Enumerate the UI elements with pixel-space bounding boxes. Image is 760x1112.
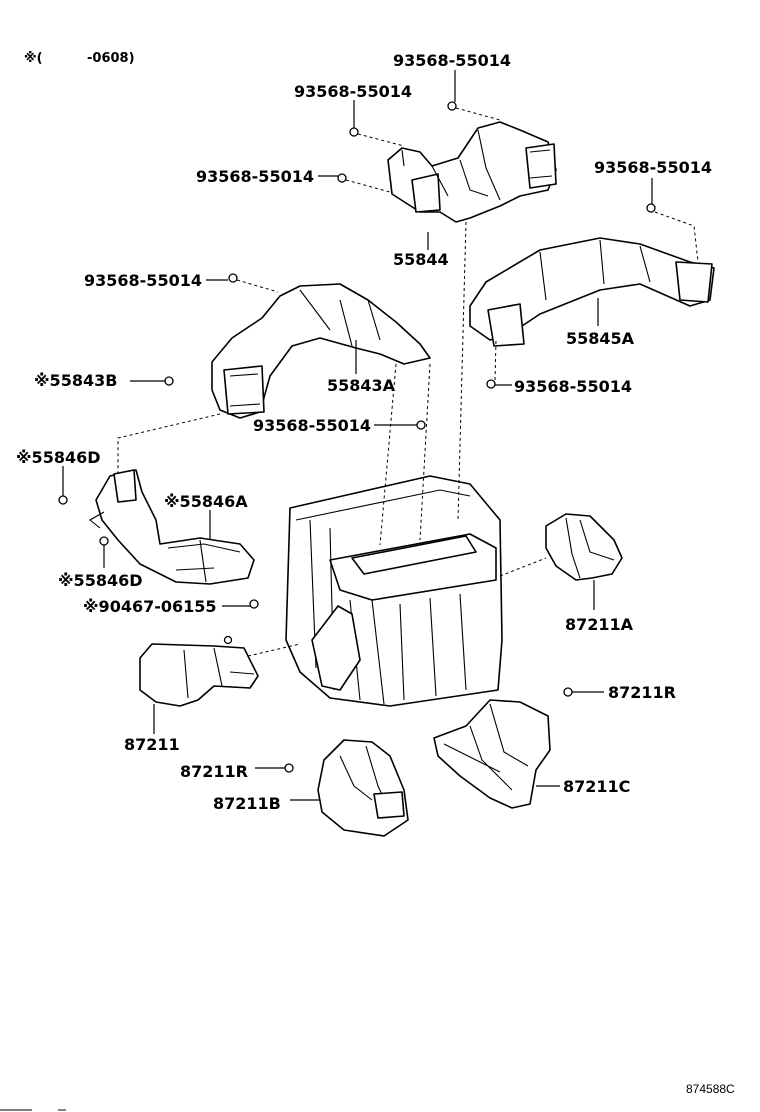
part-55843a-duct[interactable] [211, 283, 431, 419]
screw-87211r-left-icon[interactable] [284, 763, 294, 773]
screws [58, 101, 656, 773]
label-55843b[interactable]: ※55843B [34, 371, 117, 390]
part-55845a-duct[interactable] [469, 237, 715, 347]
label-screw-g[interactable]: 93568-55014 [253, 416, 371, 435]
leader-lines [62, 70, 653, 801]
screw-e-icon[interactable] [228, 273, 238, 283]
part-55846a-duct[interactable] [89, 469, 255, 585]
labels: 93568-55014 93568-55014 93568-55014 9356… [16, 51, 712, 813]
label-55844[interactable]: 55844 [393, 250, 449, 269]
label-55846d-bottom[interactable]: ※55846D [58, 571, 143, 590]
screw-87211r-right-icon[interactable] [563, 687, 573, 697]
alignment-lines [117, 107, 699, 657]
part-87211b-duct[interactable] [317, 739, 409, 837]
label-87211a[interactable]: 87211A [565, 615, 634, 634]
note-mark: ※( [24, 51, 43, 66]
main-unit-case[interactable] [285, 475, 503, 707]
screw-55843b-icon[interactable] [164, 376, 174, 386]
label-87211[interactable]: 87211 [124, 735, 180, 754]
screw-55846d-top-icon[interactable] [58, 495, 68, 505]
label-screw-e[interactable]: 93568-55014 [84, 271, 202, 290]
screw-d-icon[interactable] [646, 203, 656, 213]
label-55846a[interactable]: ※55846A [164, 492, 248, 511]
label-87211r-left[interactable]: 87211R [180, 762, 248, 781]
label-screw-f[interactable]: 93568-55014 [514, 377, 632, 396]
diagram-code: 874588C [686, 1082, 735, 1096]
screw-c-icon[interactable] [337, 173, 347, 183]
label-screw-d[interactable]: 93568-55014 [594, 158, 712, 177]
screw-f-icon[interactable] [486, 379, 496, 389]
note-range: -0608) [87, 51, 135, 66]
part-87211c-duct[interactable] [433, 699, 551, 809]
screw-55846d-bottom-icon[interactable] [99, 536, 109, 546]
label-55846d-top[interactable]: ※55846D [16, 448, 101, 467]
part-87211-duct[interactable] [139, 643, 259, 707]
label-screw-a[interactable]: 93568-55014 [393, 51, 511, 70]
part-87211a-duct[interactable] [545, 513, 623, 581]
label-screw-b[interactable]: 93568-55014 [294, 82, 412, 101]
label-87211b[interactable]: 87211B [213, 794, 281, 813]
screw-b-icon[interactable] [349, 127, 359, 137]
label-55845a[interactable]: 55845A [566, 329, 635, 348]
screw-a-icon[interactable] [447, 101, 457, 111]
label-90467[interactable]: ※90467-06155 [83, 597, 217, 616]
label-screw-c[interactable]: 93568-55014 [196, 167, 314, 186]
screw-90467-icon[interactable] [249, 599, 259, 609]
label-55843a[interactable]: 55843A [327, 376, 396, 395]
screw-g-icon[interactable] [416, 420, 426, 430]
label-87211c[interactable]: 87211C [563, 777, 630, 796]
part-55844-duct[interactable] [387, 121, 557, 223]
screw-87211-icon [223, 635, 233, 645]
label-87211r-right[interactable]: 87211R [608, 683, 676, 702]
